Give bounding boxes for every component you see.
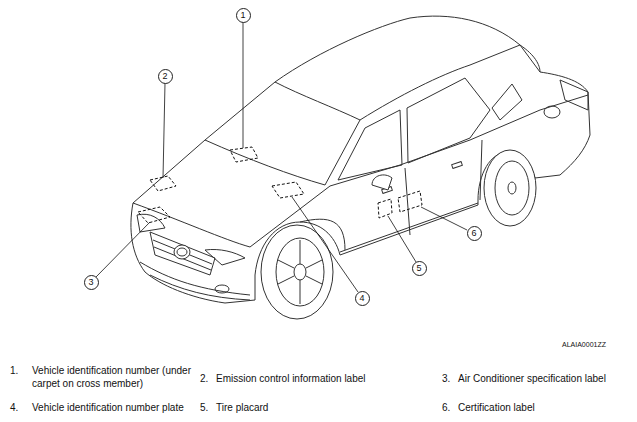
callout-number: 3 bbox=[88, 278, 93, 287]
item-description: Certification label bbox=[458, 401, 535, 414]
callout-number: 1 bbox=[240, 11, 245, 20]
item-number: 4. bbox=[10, 401, 18, 414]
item-description: Vehicle identification number (under car… bbox=[32, 364, 200, 390]
callout-circle: 1 bbox=[236, 8, 251, 23]
callout-number: 6 bbox=[471, 229, 476, 238]
item-number: 5. bbox=[200, 401, 208, 414]
item-number: 3. bbox=[442, 372, 450, 385]
item-number: 2. bbox=[200, 372, 208, 385]
callout-number: 5 bbox=[416, 264, 421, 273]
callout-circle: 4 bbox=[355, 291, 370, 306]
item-number: 6. bbox=[442, 401, 450, 414]
item-description: Emission control information label bbox=[216, 372, 366, 385]
callout-number: 4 bbox=[359, 294, 364, 303]
item-number: 1. bbox=[10, 364, 18, 377]
item-description: Vehicle identification number plate bbox=[32, 401, 184, 414]
callout-number: 2 bbox=[162, 72, 167, 81]
callout-circle: 3 bbox=[84, 275, 99, 290]
item-description: Air Conditioner specification label bbox=[458, 372, 606, 385]
figure-code: ALAIA0001ZZ bbox=[562, 340, 606, 349]
callout-circle: 5 bbox=[412, 261, 427, 276]
callout-circle: 2 bbox=[158, 69, 173, 84]
item-description: Tire placard bbox=[216, 401, 268, 414]
callout-circle: 6 bbox=[467, 226, 482, 241]
